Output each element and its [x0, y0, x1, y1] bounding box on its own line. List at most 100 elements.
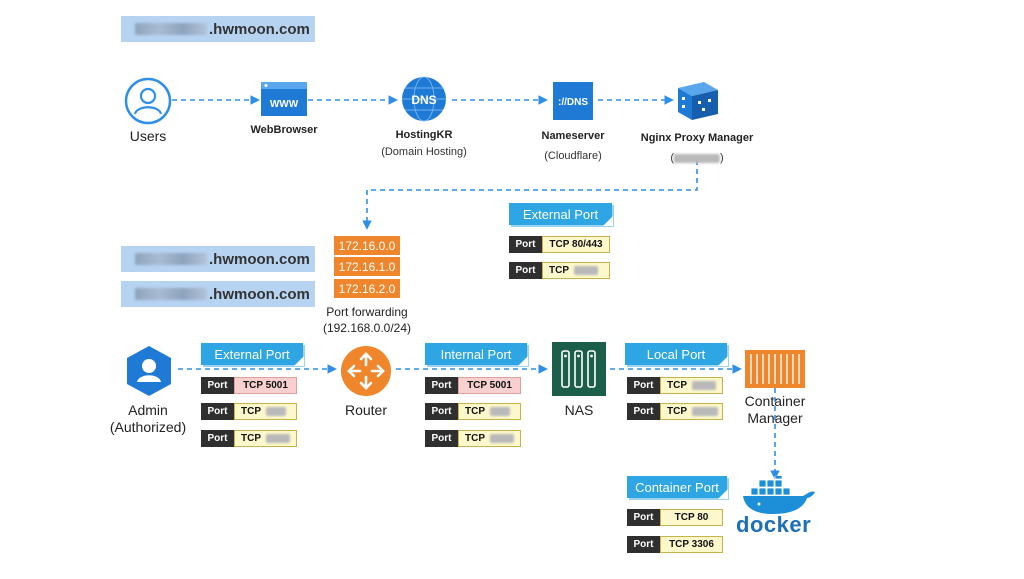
domain-suffix: .hwmoon.com — [209, 285, 310, 303]
svg-text:://DNS: ://DNS — [558, 97, 588, 108]
admin-title: Admin — [128, 402, 168, 418]
proxy-cube-icon — [678, 82, 718, 120]
local-row-2: Port TCP — [627, 403, 723, 420]
port-value: TCP 5001 — [234, 377, 297, 394]
webbrowser-label: WebBrowser — [250, 124, 318, 136]
container-manager-line1: Container — [744, 393, 806, 409]
domain-label-mid1: .hwmoon.com — [121, 246, 315, 272]
external-row-1: Port TCP 5001 — [201, 377, 297, 394]
internal-row-1: Port TCP 5001 — [425, 377, 521, 394]
router-label: Router — [344, 402, 388, 418]
domain-suffix: .hwmoon.com — [209, 250, 310, 268]
redacted-port — [266, 434, 290, 443]
internal-row-3: Port TCP — [425, 430, 521, 447]
container-port-header: Container Port — [627, 476, 728, 499]
redacted-port — [490, 407, 510, 416]
domain-suffix: .hwmoon.com — [209, 20, 310, 38]
port-value: TCP — [241, 433, 261, 444]
internal-row-2: Port TCP — [425, 403, 521, 420]
port-key: Port — [425, 430, 458, 447]
nginx-title: Nginx Proxy Manager — [640, 132, 754, 144]
router-icon — [341, 346, 391, 396]
port-value: TCP — [465, 406, 485, 417]
admin-subtitle: (Authorized) — [109, 419, 187, 435]
nameserver-subtitle: (Cloudflare) — [544, 150, 602, 162]
redacted-port — [692, 381, 716, 390]
port-key: Port — [201, 430, 234, 447]
port-key: Port — [201, 377, 234, 394]
nameserver-title: Nameserver — [541, 130, 605, 142]
domain-label-top: .hwmoon.com — [121, 16, 315, 42]
port-value: TCP 80/443 — [542, 236, 610, 253]
dns-globe-icon: DNS — [402, 76, 446, 122]
internal-port-header: Internal Port — [425, 343, 528, 366]
container-row-2: Port TCP 3306 — [627, 536, 723, 553]
container-icon — [745, 350, 805, 388]
subnet-badge: 172.16.0.0 — [334, 236, 400, 255]
nginx-label: Nginx Proxy Manager () — [641, 130, 753, 167]
external-top-row-2: Port TCP — [509, 262, 610, 279]
web-browser-icon: WWW — [261, 82, 307, 116]
redacted-subdomain — [135, 23, 207, 35]
hostingkr-subtitle: (Domain Hosting) — [381, 146, 467, 158]
subnet-badge: 172.16.1.0 — [334, 257, 400, 276]
redacted-port — [490, 434, 514, 443]
redacted-port — [266, 407, 286, 416]
port-key: Port — [425, 377, 458, 394]
hostingkr-label: HostingKR (Domain Hosting) — [381, 127, 467, 161]
container-row-1: Port TCP 80 — [627, 509, 723, 526]
docker-wordmark: docker — [736, 512, 812, 537]
external-port-top-header: External Port — [509, 203, 613, 226]
redacted-port — [574, 266, 598, 275]
redacted-subdomain — [135, 288, 207, 300]
redacted-host — [673, 153, 720, 163]
admin-icon — [127, 346, 171, 396]
port-key: Port — [627, 403, 660, 420]
port-value: TCP 3306 — [660, 536, 723, 553]
nas-icon — [552, 342, 606, 396]
nginx-sub-close: ) — [719, 152, 724, 164]
external-top-row-1: Port TCP 80/443 — [509, 236, 610, 253]
subnet-badge: 172.16.2.0 — [334, 279, 400, 298]
port-value: TCP — [465, 433, 485, 444]
port-key: Port — [509, 236, 542, 253]
docker-whale-icon — [743, 476, 815, 514]
local-port-header: Local Port — [625, 343, 728, 366]
port-key: Port — [627, 509, 660, 526]
local-row-1: Port TCP — [627, 377, 723, 394]
port-value: TCP — [549, 265, 569, 276]
port-key: Port — [627, 377, 660, 394]
domain-label-mid2: .hwmoon.com — [121, 281, 315, 307]
admin-label: Admin (Authorized) — [110, 402, 186, 436]
nameserver-icon: ://DNS — [553, 82, 593, 120]
nameserver-label: Nameserver (Cloudflare) — [542, 128, 605, 165]
user-icon — [124, 77, 172, 125]
port-key: Port — [627, 536, 660, 553]
nas-label: NAS — [564, 402, 594, 418]
external-row-3: Port TCP — [201, 430, 297, 447]
port-forwarding-subnet: (192.168.0.0/24) — [322, 321, 412, 335]
svg-text:WWW: WWW — [270, 99, 299, 110]
redacted-port — [692, 407, 718, 416]
port-key: Port — [201, 403, 234, 420]
hostingkr-title: HostingKR — [395, 129, 453, 141]
port-value: TCP 5001 — [458, 377, 521, 394]
port-key: Port — [509, 262, 542, 279]
container-manager-line2: Manager — [747, 410, 803, 426]
port-key: Port — [425, 403, 458, 420]
port-value: TCP — [241, 406, 261, 417]
port-forwarding-label: Port forwarding (192.168.0.0/24) — [323, 304, 411, 336]
port-value: TCP 80 — [660, 509, 723, 526]
port-forwarding-title: Port forwarding — [326, 305, 408, 319]
nginx-sub-open: ( — [670, 152, 674, 164]
port-value: TCP — [667, 380, 687, 391]
external-port-header: External Port — [201, 343, 304, 366]
arrow-nginx-subnets — [362, 160, 698, 230]
svg-text:DNS: DNS — [411, 93, 436, 107]
users-label: Users — [129, 128, 167, 144]
container-manager-label: Container Manager — [745, 393, 806, 427]
external-row-2: Port TCP — [201, 403, 297, 420]
port-value: TCP — [667, 406, 687, 417]
redacted-subdomain — [135, 253, 207, 265]
